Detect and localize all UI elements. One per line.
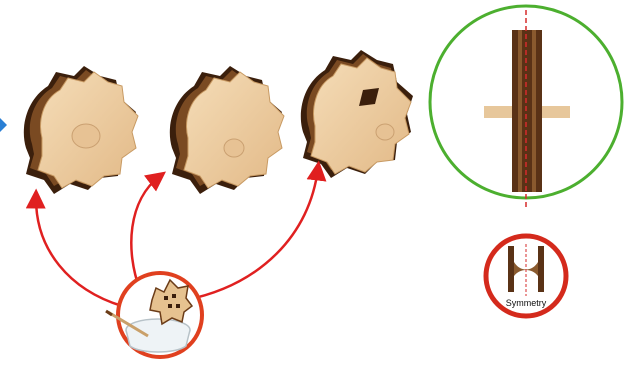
gear-three-icon [301,50,413,178]
glue-bowl-icon [106,273,202,357]
gear-two-icon [170,66,284,194]
edge-marker-icon [0,118,7,132]
symmetry-label: Symmetry [506,298,547,308]
arrow-to-gear-one [36,196,122,306]
symmetry-icon: Symmetry [486,236,566,316]
cross-section-icon [430,6,622,210]
gear-one-icon [24,66,138,194]
